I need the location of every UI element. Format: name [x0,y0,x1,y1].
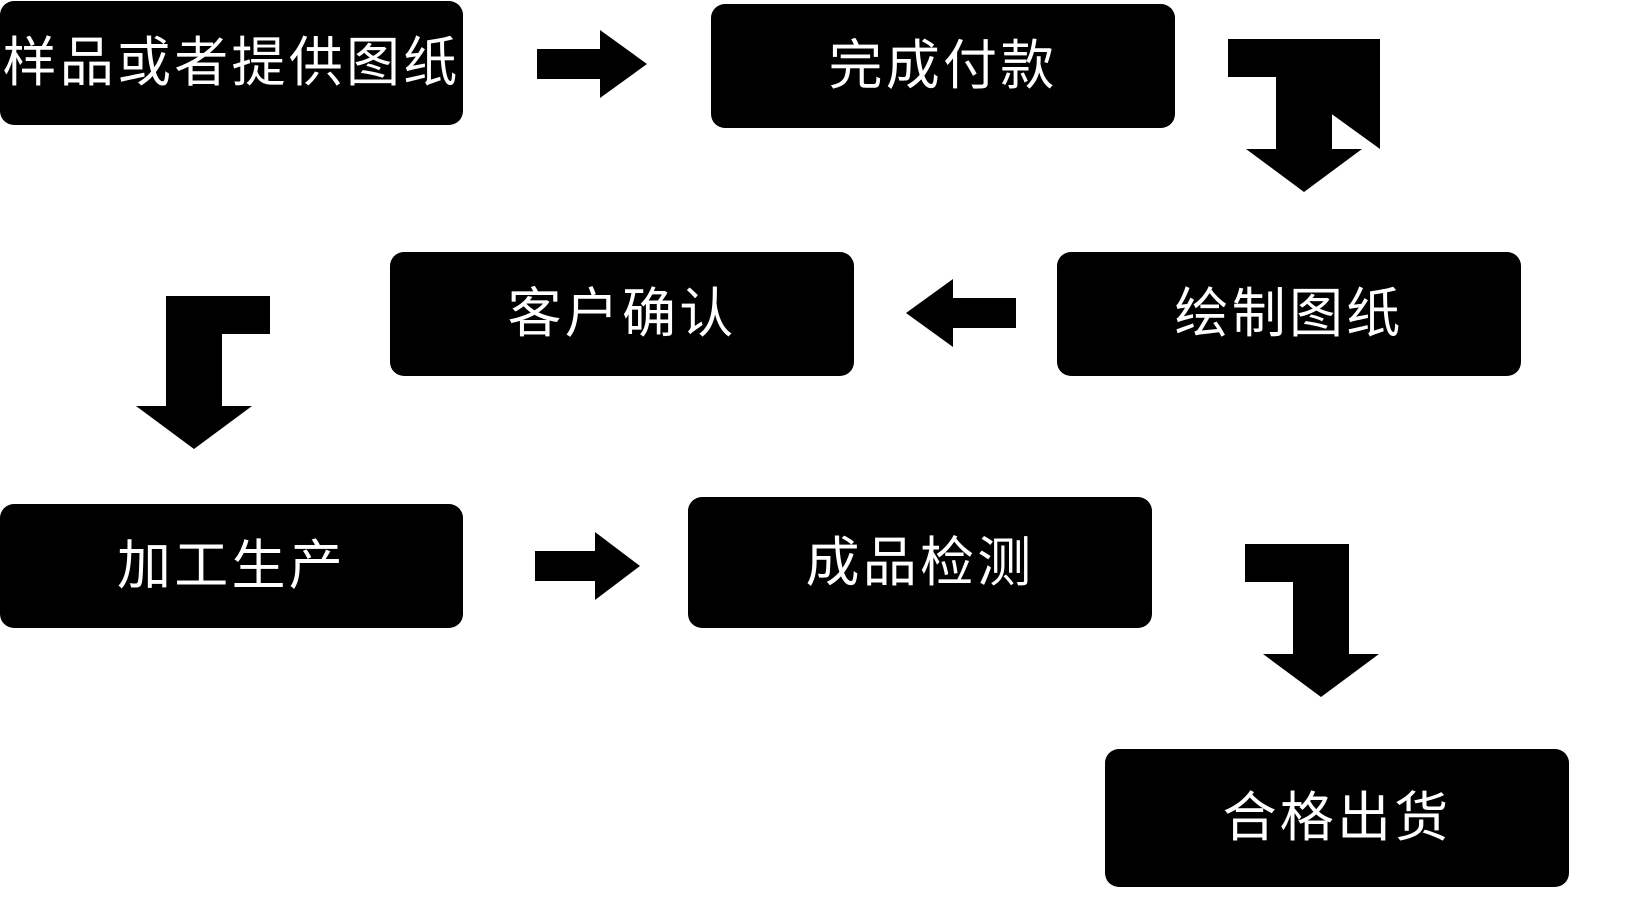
node-label: 客户确认 [507,284,737,344]
node-qualified-shipment[interactable]: 合格出货 [1105,749,1569,887]
node-label: 样品或者提供图纸 [2,33,461,93]
arrow-right-icon-2 [535,532,640,600]
arrow-left-icon-1 [906,279,1016,347]
arrow-elbow-shape [1245,544,1379,697]
arrow-elbow-right-down-icon-2 [1245,544,1397,697]
arrow-elbow-shape [136,296,270,449]
node-label: 合格出货 [1222,788,1452,848]
arrow-elbow-left-down-icon-1 [118,296,270,449]
arrow-right-shape [535,532,640,600]
node-sample-or-drawing[interactable]: 样品或者提供图纸 [0,1,463,125]
arrow-elbow-right-down-icon-1 [1228,39,1380,192]
node-draw-drawing[interactable]: 绘制图纸 [1057,252,1521,376]
arrow-right-shape [537,30,647,98]
node-label: 加工生产 [117,536,346,596]
arrow-right-icon-1 [537,30,647,98]
node-label: 完成付款 [828,36,1058,96]
arrow-left-shape [906,279,1016,347]
node-complete-payment[interactable]: 完成付款 [711,4,1175,128]
node-label: 成品检测 [805,532,1035,593]
node-customer-confirm[interactable]: 客户确认 [390,252,854,376]
arrow-elbow-shape [1228,39,1380,192]
node-label: 绘制图纸 [1174,284,1404,344]
node-finished-inspection[interactable]: 成品检测 [688,497,1152,628]
node-production[interactable]: 加工生产 [0,504,463,628]
